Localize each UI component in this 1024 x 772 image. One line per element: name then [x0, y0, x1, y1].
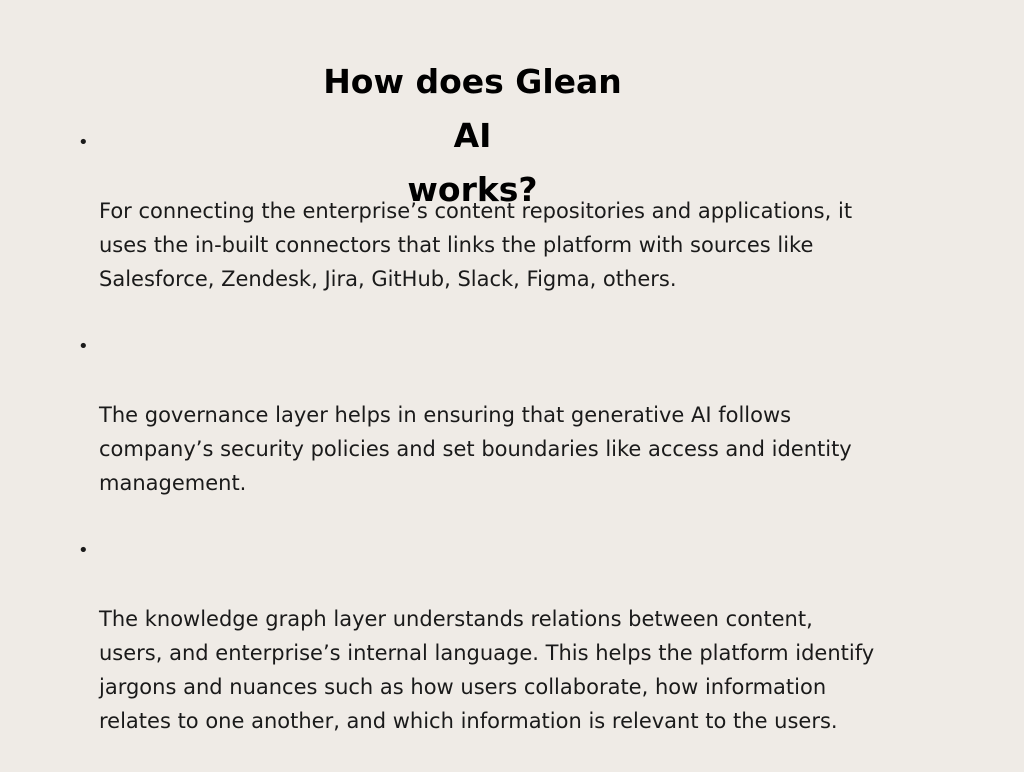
- bullet-dot-icon: •: [78, 540, 89, 561]
- bullet-item: • The knowledge graph layer understands …: [76, 534, 976, 738]
- slide-title: How does Glean AI works?: [323, 62, 622, 209]
- bullet-item: • The governance layer helps in ensuring…: [76, 330, 976, 500]
- bullet-text: The knowledge graph layer understands re…: [99, 607, 875, 733]
- bullet-list: • For connecting the enterprise’s conten…: [76, 126, 976, 772]
- bullet-text: For connecting the enterprise’s content …: [99, 199, 853, 291]
- bullet-dot-icon: •: [78, 132, 89, 153]
- bullet-item: • For connecting the enterprise’s conten…: [76, 126, 976, 296]
- bullet-dot-icon: •: [78, 336, 89, 357]
- bullet-text: The governance layer helps in ensuring t…: [99, 403, 852, 495]
